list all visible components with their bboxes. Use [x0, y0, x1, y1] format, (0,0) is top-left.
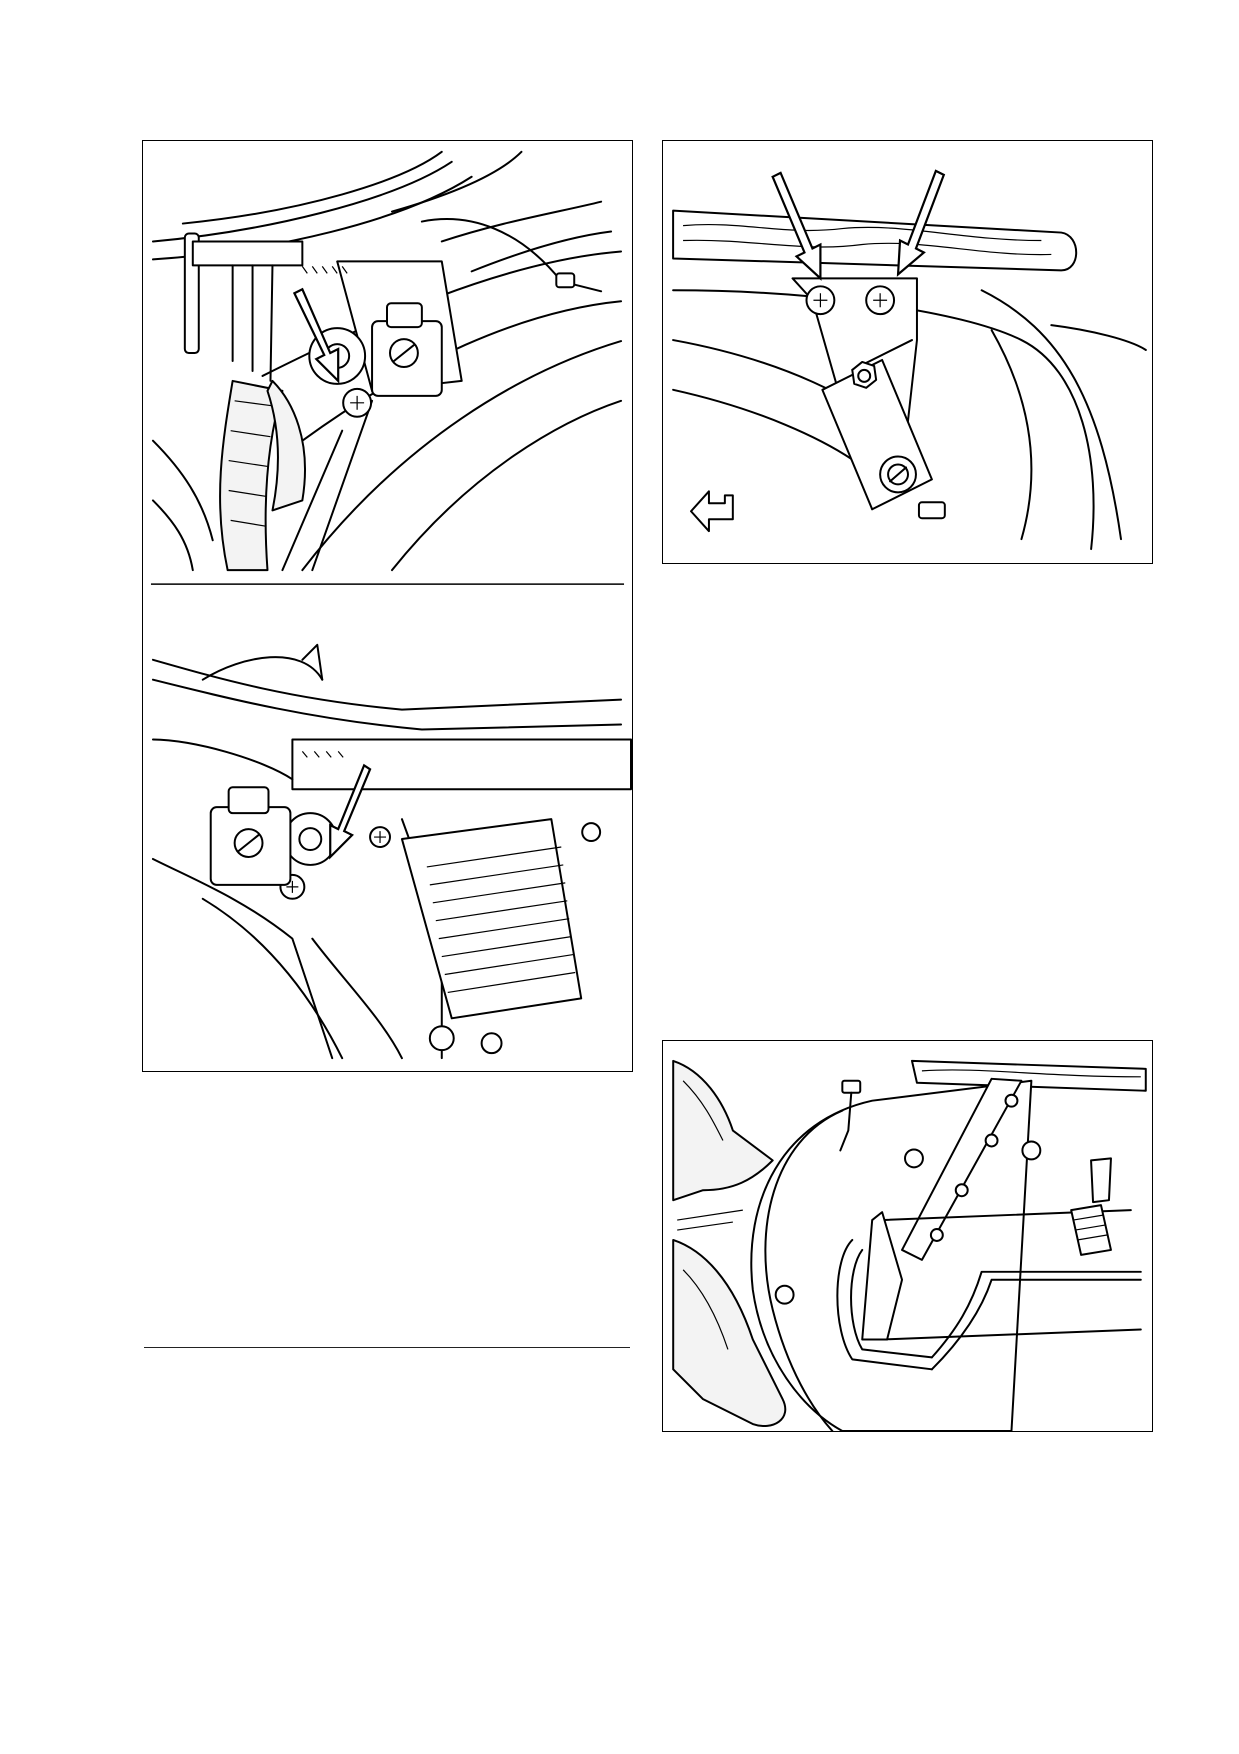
callout-arrow-icon: [292, 287, 340, 384]
lower-frame-drawing: [151, 643, 632, 1060]
bottom-right-illustration-svg: [672, 1059, 1147, 1431]
callout-arrow-icon: [771, 171, 822, 281]
callout-arrow-icon: [329, 763, 372, 860]
callout-arrow-icon: [896, 169, 946, 277]
direction-arrow-icon: [690, 490, 734, 533]
rear-bracket-drawing: [672, 209, 1147, 551]
cooling-fins: [426, 846, 576, 994]
left-illustration-svg: [150, 150, 632, 1060]
bottom-right-illustration-panel: [662, 1040, 1153, 1432]
upper-frame-drawing: [151, 150, 623, 572]
left-illustration-panel: [142, 140, 633, 1072]
section-divider-line: [144, 1347, 630, 1348]
top-right-illustration-panel: [662, 140, 1153, 564]
pannier-carrier-drawing: [672, 1059, 1147, 1431]
top-right-illustration-svg: [672, 169, 1147, 551]
